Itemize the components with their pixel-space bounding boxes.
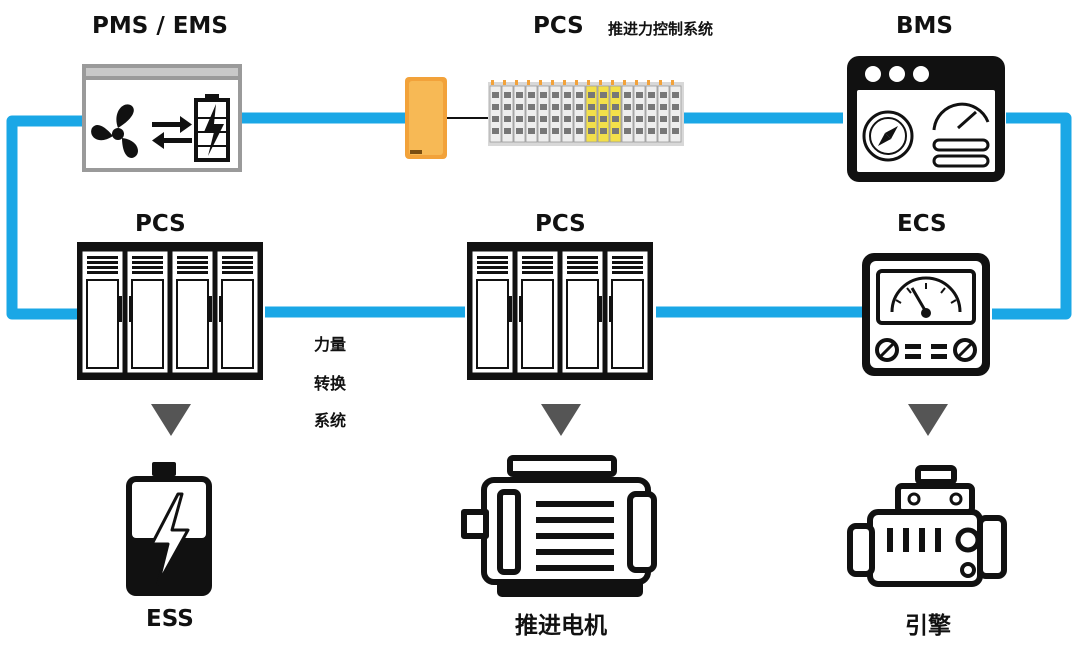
io-module: [549, 85, 562, 143]
io-module: [609, 85, 622, 143]
bms-monitor-icon: [847, 56, 1005, 182]
io-module: [525, 85, 538, 143]
controller-module-icon: [405, 77, 490, 159]
pms-ems-label: PMS / EMS: [92, 13, 228, 39]
pcs-cabinet-center-icon: [467, 242, 653, 380]
engine-label: 引擎: [905, 613, 951, 639]
ess-battery-icon: [126, 462, 212, 596]
engine-icon: [847, 465, 1007, 587]
bms-label: BMS: [896, 13, 953, 39]
arrow-down-icon: [908, 404, 948, 436]
io-rack-icon: [488, 80, 684, 146]
ess-label: ESS: [146, 606, 194, 632]
io-module: [597, 85, 610, 143]
power-conversion-line-3: 系统: [314, 411, 347, 430]
bus-line-loop-right: [992, 112, 1072, 320]
bus-lines: [6, 112, 1072, 320]
propulsion-motor-label: 推进电机: [515, 613, 607, 639]
bus-line-loop-left: [6, 115, 85, 320]
arrow-down-icon: [151, 404, 191, 436]
io-module: [657, 85, 670, 143]
pcs-center-label: PCS: [535, 211, 586, 237]
io-module: [645, 85, 658, 143]
propulsion-control-label: 推进力控制系统: [608, 20, 714, 38]
exchange-arrows-icon: [152, 116, 192, 149]
propulsion-motor-icon: [461, 455, 657, 597]
io-module: [573, 85, 586, 143]
battery-charging-icon: [194, 94, 230, 162]
fan-icon: [91, 104, 138, 158]
pms-ems-icon: [82, 64, 242, 172]
io-module: [621, 85, 634, 143]
power-conversion-line-2: 转换: [314, 374, 347, 393]
compass-icon: [862, 110, 914, 162]
pcs-left-label: PCS: [135, 211, 186, 237]
pcs-top-label: PCS: [533, 13, 584, 39]
io-module: [513, 85, 526, 143]
ecs-meter-icon: [862, 253, 990, 376]
power-conversion-line-1: 力量: [314, 335, 347, 354]
io-module: [561, 85, 574, 143]
ecs-label: ECS: [897, 211, 947, 237]
io-module: [633, 85, 646, 143]
pcs-cabinet-left-icon: [77, 242, 263, 380]
gauge-icon: [932, 102, 990, 168]
io-module: [489, 85, 502, 143]
io-module: [669, 85, 682, 143]
io-module: [501, 85, 514, 143]
arrow-down-icon: [541, 404, 581, 436]
io-module: [537, 85, 550, 143]
io-module: [585, 85, 598, 143]
